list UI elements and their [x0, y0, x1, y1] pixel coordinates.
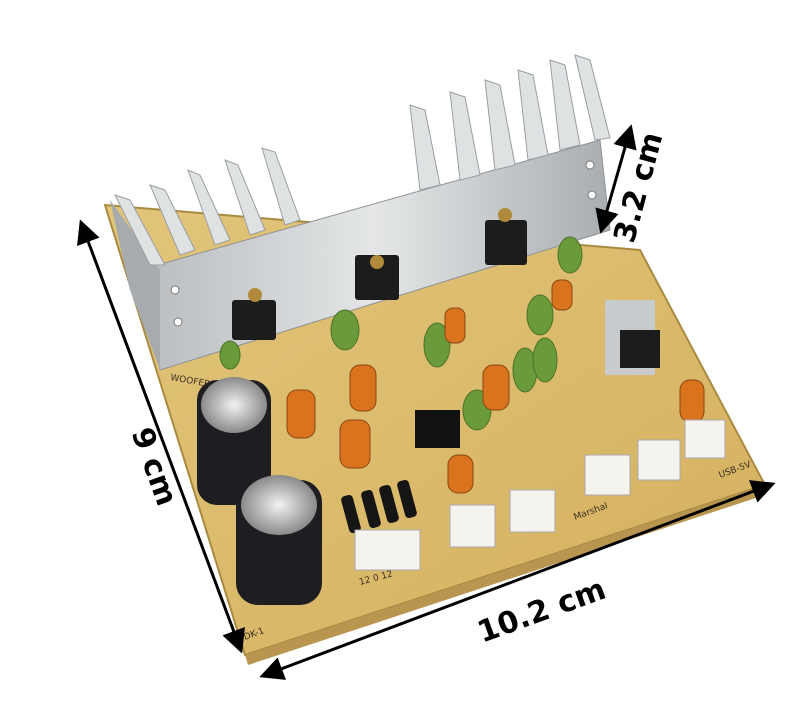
heatsink-label: 3.2 cm: [607, 129, 670, 247]
height-dimension-arrow: [77, 219, 245, 654]
ic-chip: [415, 410, 460, 448]
width-dimension-arrow: [259, 480, 776, 680]
heatsink-dimension-arrow: [595, 124, 637, 234]
power-transistors: [232, 208, 660, 375]
height-label: 9 cm: [124, 423, 184, 510]
